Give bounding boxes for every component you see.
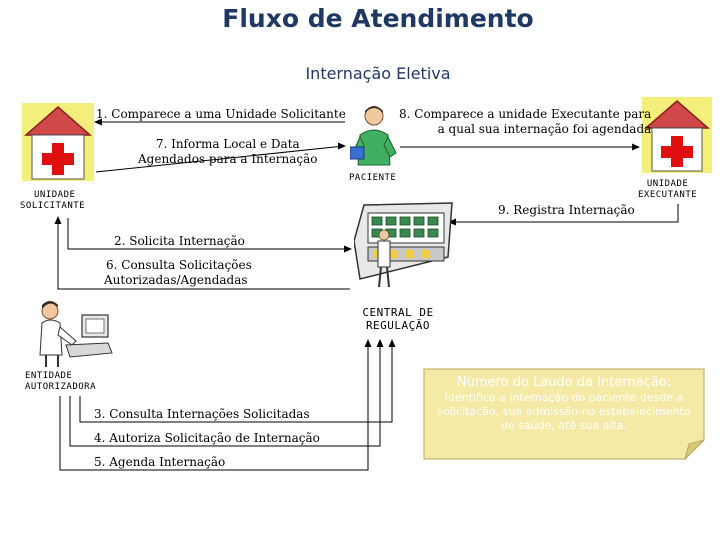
label-paciente: PACIENTE <box>349 173 397 183</box>
arrowhead <box>344 245 352 253</box>
connector-step-6 <box>57 218 350 290</box>
connector-step-7 <box>95 145 345 173</box>
arrowhead <box>388 339 396 347</box>
label-line: SOLICITANTE <box>20 201 86 211</box>
arrowhead <box>338 142 346 150</box>
step-9-label: 9. Registra Internação <box>498 203 635 217</box>
page-title: Fluxo de Atendimento <box>222 4 534 33</box>
workstation-icon <box>39 301 113 367</box>
step-1-label: 1. Comparece a uma Unidade Solicitante <box>96 107 346 121</box>
page-subtitle: Internação Eletiva <box>305 64 451 83</box>
arrowhead <box>364 339 372 347</box>
hospital-icon <box>22 103 94 181</box>
label-line: 8. Comparece a unidade Executante para <box>399 107 652 121</box>
label-central-regulacao: CENTRAL DE REGULAÇÃO <box>345 306 451 332</box>
step-7-label: 7. Informa Local e Data Agendados para a… <box>138 137 318 167</box>
label-line: ENTIDADE <box>25 371 73 381</box>
arrowhead <box>448 218 456 226</box>
label-line: 7. Informa Local e Data <box>155 137 300 151</box>
note-body-line: solicitação, sua admissão no estabelecim… <box>437 405 691 418</box>
note-shape <box>423 368 705 460</box>
control-room-icon <box>354 202 453 288</box>
connector-step-3 <box>79 341 393 423</box>
label-line: AUTORIZADORA <box>25 382 97 392</box>
note-body-line: de saúde, até sua alta. <box>500 419 628 432</box>
arrowhead <box>632 143 640 151</box>
label-line: UNIDADE <box>646 179 689 189</box>
label-line: CENTRAL DE <box>362 306 434 319</box>
label-line: REGULAÇÃO <box>365 319 431 332</box>
step-6-label: 6. Consulta Solicitações Autorizadas/Age… <box>104 258 252 288</box>
arrowhead <box>94 118 102 126</box>
label-line: 6. Consulta Solicitações <box>106 258 252 272</box>
label-entidade-autorizadora: ENTIDADE AUTORIZADORA <box>25 371 96 393</box>
note-text: Número do Laudo da Internação: Identific… <box>423 375 705 433</box>
label-line: a qual sua internação foi agendada <box>437 122 652 136</box>
step-3-label: 3. Consulta Internações Solicitadas <box>94 407 310 421</box>
label-unidade-solicitante: UNIDADE SOLICITANTE <box>20 190 85 212</box>
label-line: EXECUTANTE <box>638 190 698 200</box>
label-line: Autorizadas/Agendadas <box>104 273 248 287</box>
connector-step-5 <box>59 341 369 471</box>
connector-step-2 <box>67 218 350 250</box>
label-line: Agendados para a Internação <box>138 152 318 166</box>
step-5-label: 5. Agenda Internação <box>94 455 226 469</box>
step-4-label: 4. Autoriza Solicitação de Internação <box>94 431 320 445</box>
hospital-icon <box>642 97 712 173</box>
patient-icon <box>350 106 397 166</box>
step-2-label: 2. Solicita Internação <box>114 234 245 248</box>
arrowhead <box>54 216 62 224</box>
connector-step-9 <box>450 204 679 223</box>
label-line: UNIDADE <box>34 190 76 200</box>
label-unidade-executante: UNIDADE EXECUTANTE <box>638 179 697 201</box>
connector-step-4 <box>69 341 381 447</box>
arrowhead <box>376 339 384 347</box>
note-title: Número do Laudo da Internação: <box>456 375 672 390</box>
step-8-label: 8. Comparece a unidade Executante para a… <box>399 107 651 137</box>
note-body-line: Identifica a internação do paciente desd… <box>444 391 684 404</box>
